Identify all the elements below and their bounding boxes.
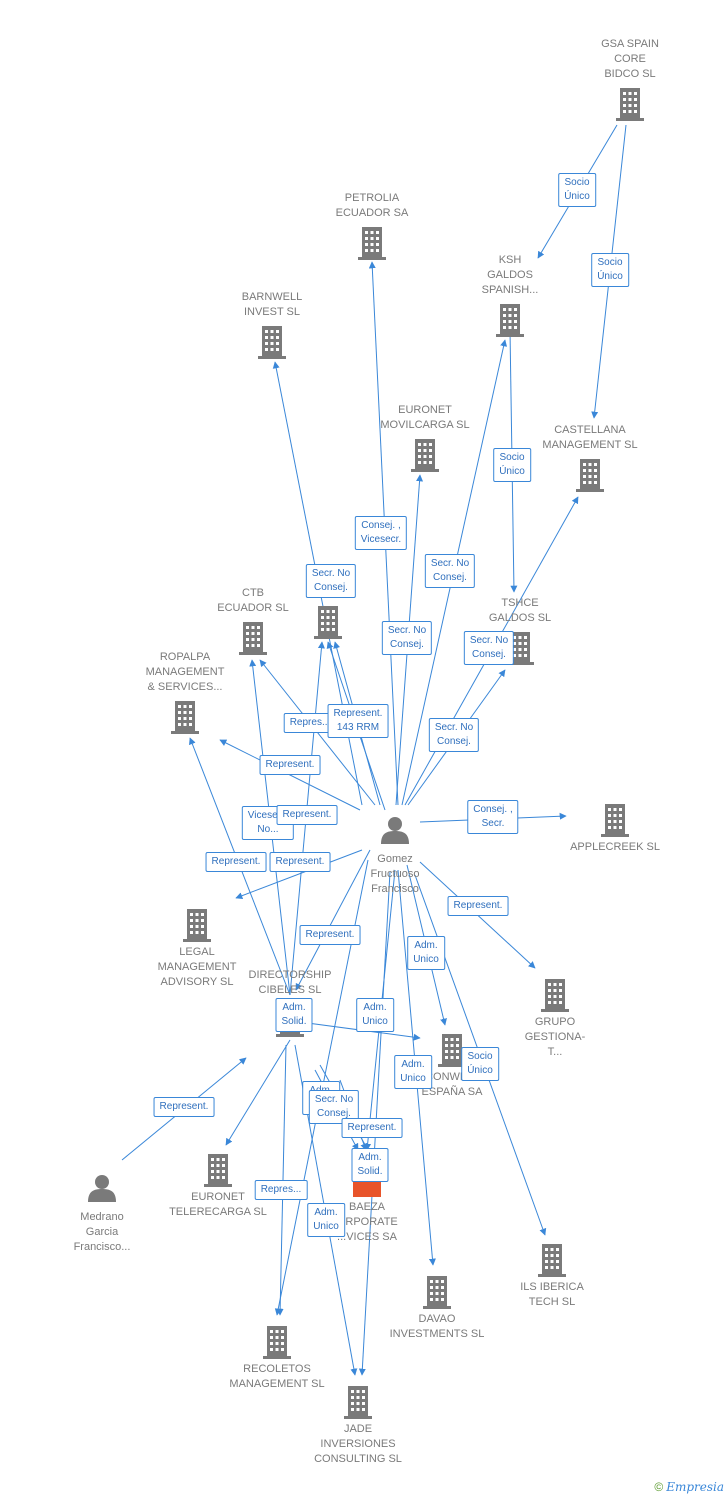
building-icon[interactable] bbox=[171, 701, 199, 734]
relation-edge bbox=[225, 1039, 291, 1146]
relation-label: Represent. bbox=[341, 1118, 403, 1138]
relation-label: Represent. bbox=[276, 805, 338, 825]
relation-label: Adm. Solid. bbox=[351, 1148, 389, 1182]
relation-label: Represent. bbox=[153, 1097, 215, 1117]
company-label-ctb[interactable]: CTB ECUADOR SL bbox=[217, 587, 289, 614]
building-icon[interactable] bbox=[616, 88, 644, 121]
person-label-gomez[interactable]: Gomez Fructuoso Francisco bbox=[370, 853, 420, 895]
company-label-gsa[interactable]: GSA SPAIN CORE BIDCO SL bbox=[601, 38, 659, 80]
relation-edge bbox=[295, 849, 371, 991]
relation-label: Represent. bbox=[447, 896, 509, 916]
building-icon[interactable] bbox=[183, 909, 211, 942]
building-icon[interactable] bbox=[601, 804, 629, 837]
footer: ©Empresia bbox=[654, 1480, 724, 1494]
brand-logo[interactable]: Empresia bbox=[666, 1480, 724, 1494]
relation-label: Adm. Unico bbox=[394, 1055, 432, 1089]
building-icon[interactable] bbox=[314, 606, 342, 639]
relation-label: Consej. , Secr. bbox=[467, 800, 519, 834]
copyright-icon: © bbox=[654, 1480, 664, 1494]
building-icon[interactable] bbox=[538, 1244, 566, 1277]
person-icon[interactable] bbox=[88, 1175, 116, 1202]
company-label-grupo[interactable]: GRUPO GESTIONA- T... bbox=[524, 1016, 586, 1058]
building-icon[interactable] bbox=[423, 1276, 451, 1309]
relation-label: Represent. 143 RRM bbox=[327, 704, 389, 738]
company-label-applecreek[interactable]: APPLECREEK SL bbox=[570, 841, 660, 853]
company-label-directorship[interactable]: DIRECTORSHIP CIBELES SL bbox=[248, 969, 332, 996]
relation-label: Secr. No Consej. bbox=[424, 554, 476, 588]
company-label-ksh[interactable]: KSH GALDOS SPANISH... bbox=[481, 254, 539, 296]
person-label-medrano[interactable]: Medrano Garcia Francisco... bbox=[73, 1211, 131, 1253]
company-label-jade[interactable]: JADE INVERSIONES CONSULTING SL bbox=[314, 1423, 402, 1465]
building-icon[interactable] bbox=[258, 326, 286, 359]
company-label-davao[interactable]: DAVAO INVESTMENTS SL bbox=[389, 1313, 485, 1340]
relation-label: Secr. No Consej. bbox=[381, 621, 433, 655]
person-icon[interactable] bbox=[381, 817, 409, 844]
company-label-euronet_tele[interactable]: EURONET TELERECARGA SL bbox=[169, 1191, 267, 1218]
relation-label: Adm. Unico bbox=[356, 998, 394, 1032]
relation-label: Socio Único bbox=[461, 1047, 499, 1081]
company-label-recoletos[interactable]: RECOLETOS MANAGEMENT SL bbox=[229, 1363, 325, 1390]
relation-label: Represent. bbox=[259, 755, 321, 775]
company-label-euronet_movil[interactable]: EURONET MOVILCARGA SL bbox=[380, 404, 470, 431]
relation-label: Secr. No Consej. bbox=[428, 718, 480, 752]
relation-label: Repres... bbox=[254, 1180, 308, 1200]
building-icon[interactable] bbox=[204, 1154, 232, 1187]
company-label-tshce[interactable]: TSHCE GALDOS SL bbox=[488, 597, 552, 624]
building-icon[interactable] bbox=[358, 227, 386, 260]
relation-label: Adm. Solid. bbox=[275, 998, 313, 1032]
company-label-petrolia[interactable]: PETROLIA ECUADOR SA bbox=[335, 192, 409, 219]
relation-edge bbox=[235, 849, 363, 900]
building-icon[interactable] bbox=[411, 439, 439, 472]
company-label-ropalpa[interactable]: ROPALPA MANAGEMENT & SERVICES... bbox=[145, 651, 225, 693]
relation-label: Represent. bbox=[205, 852, 267, 872]
building-icon[interactable] bbox=[576, 459, 604, 492]
relation-label: Represent. bbox=[299, 925, 361, 945]
relation-label: Socio Único bbox=[493, 448, 531, 482]
relation-label: Adm. Unico bbox=[307, 1203, 345, 1237]
relation-label: Secr. No Consej. bbox=[305, 564, 357, 598]
relation-label: Represent. bbox=[269, 852, 331, 872]
relation-label: Secr. No Consej. bbox=[463, 631, 515, 665]
relation-label: Socio Único bbox=[591, 253, 629, 287]
building-icon[interactable] bbox=[541, 979, 569, 1012]
relation-label: Adm. Unico bbox=[407, 936, 445, 970]
relation-edge bbox=[219, 739, 361, 811]
company-label-castellana[interactable]: CASTELLANA MANAGEMENT SL bbox=[542, 424, 638, 451]
relation-label: Repres... bbox=[283, 713, 337, 733]
building-icon[interactable] bbox=[263, 1326, 291, 1359]
relation-label: Consej. , Vicesecr. bbox=[354, 516, 408, 550]
company-label-ils[interactable]: ILS IBERICA TECH SL bbox=[520, 1281, 584, 1308]
building-icon[interactable] bbox=[496, 304, 524, 337]
relation-label: Socio Único bbox=[558, 173, 596, 207]
company-label-baeza[interactable]: BAEZA ...RPORATE ...VICES SA bbox=[336, 1201, 398, 1243]
company-label-legal[interactable]: LEGAL MANAGEMENT ADVISORY SL bbox=[157, 946, 237, 988]
company-label-barnwell[interactable]: BARNWELL INVEST SL bbox=[241, 291, 303, 318]
relation-label: Secr. No Consej. bbox=[308, 1090, 360, 1124]
building-icon[interactable] bbox=[344, 1386, 372, 1419]
